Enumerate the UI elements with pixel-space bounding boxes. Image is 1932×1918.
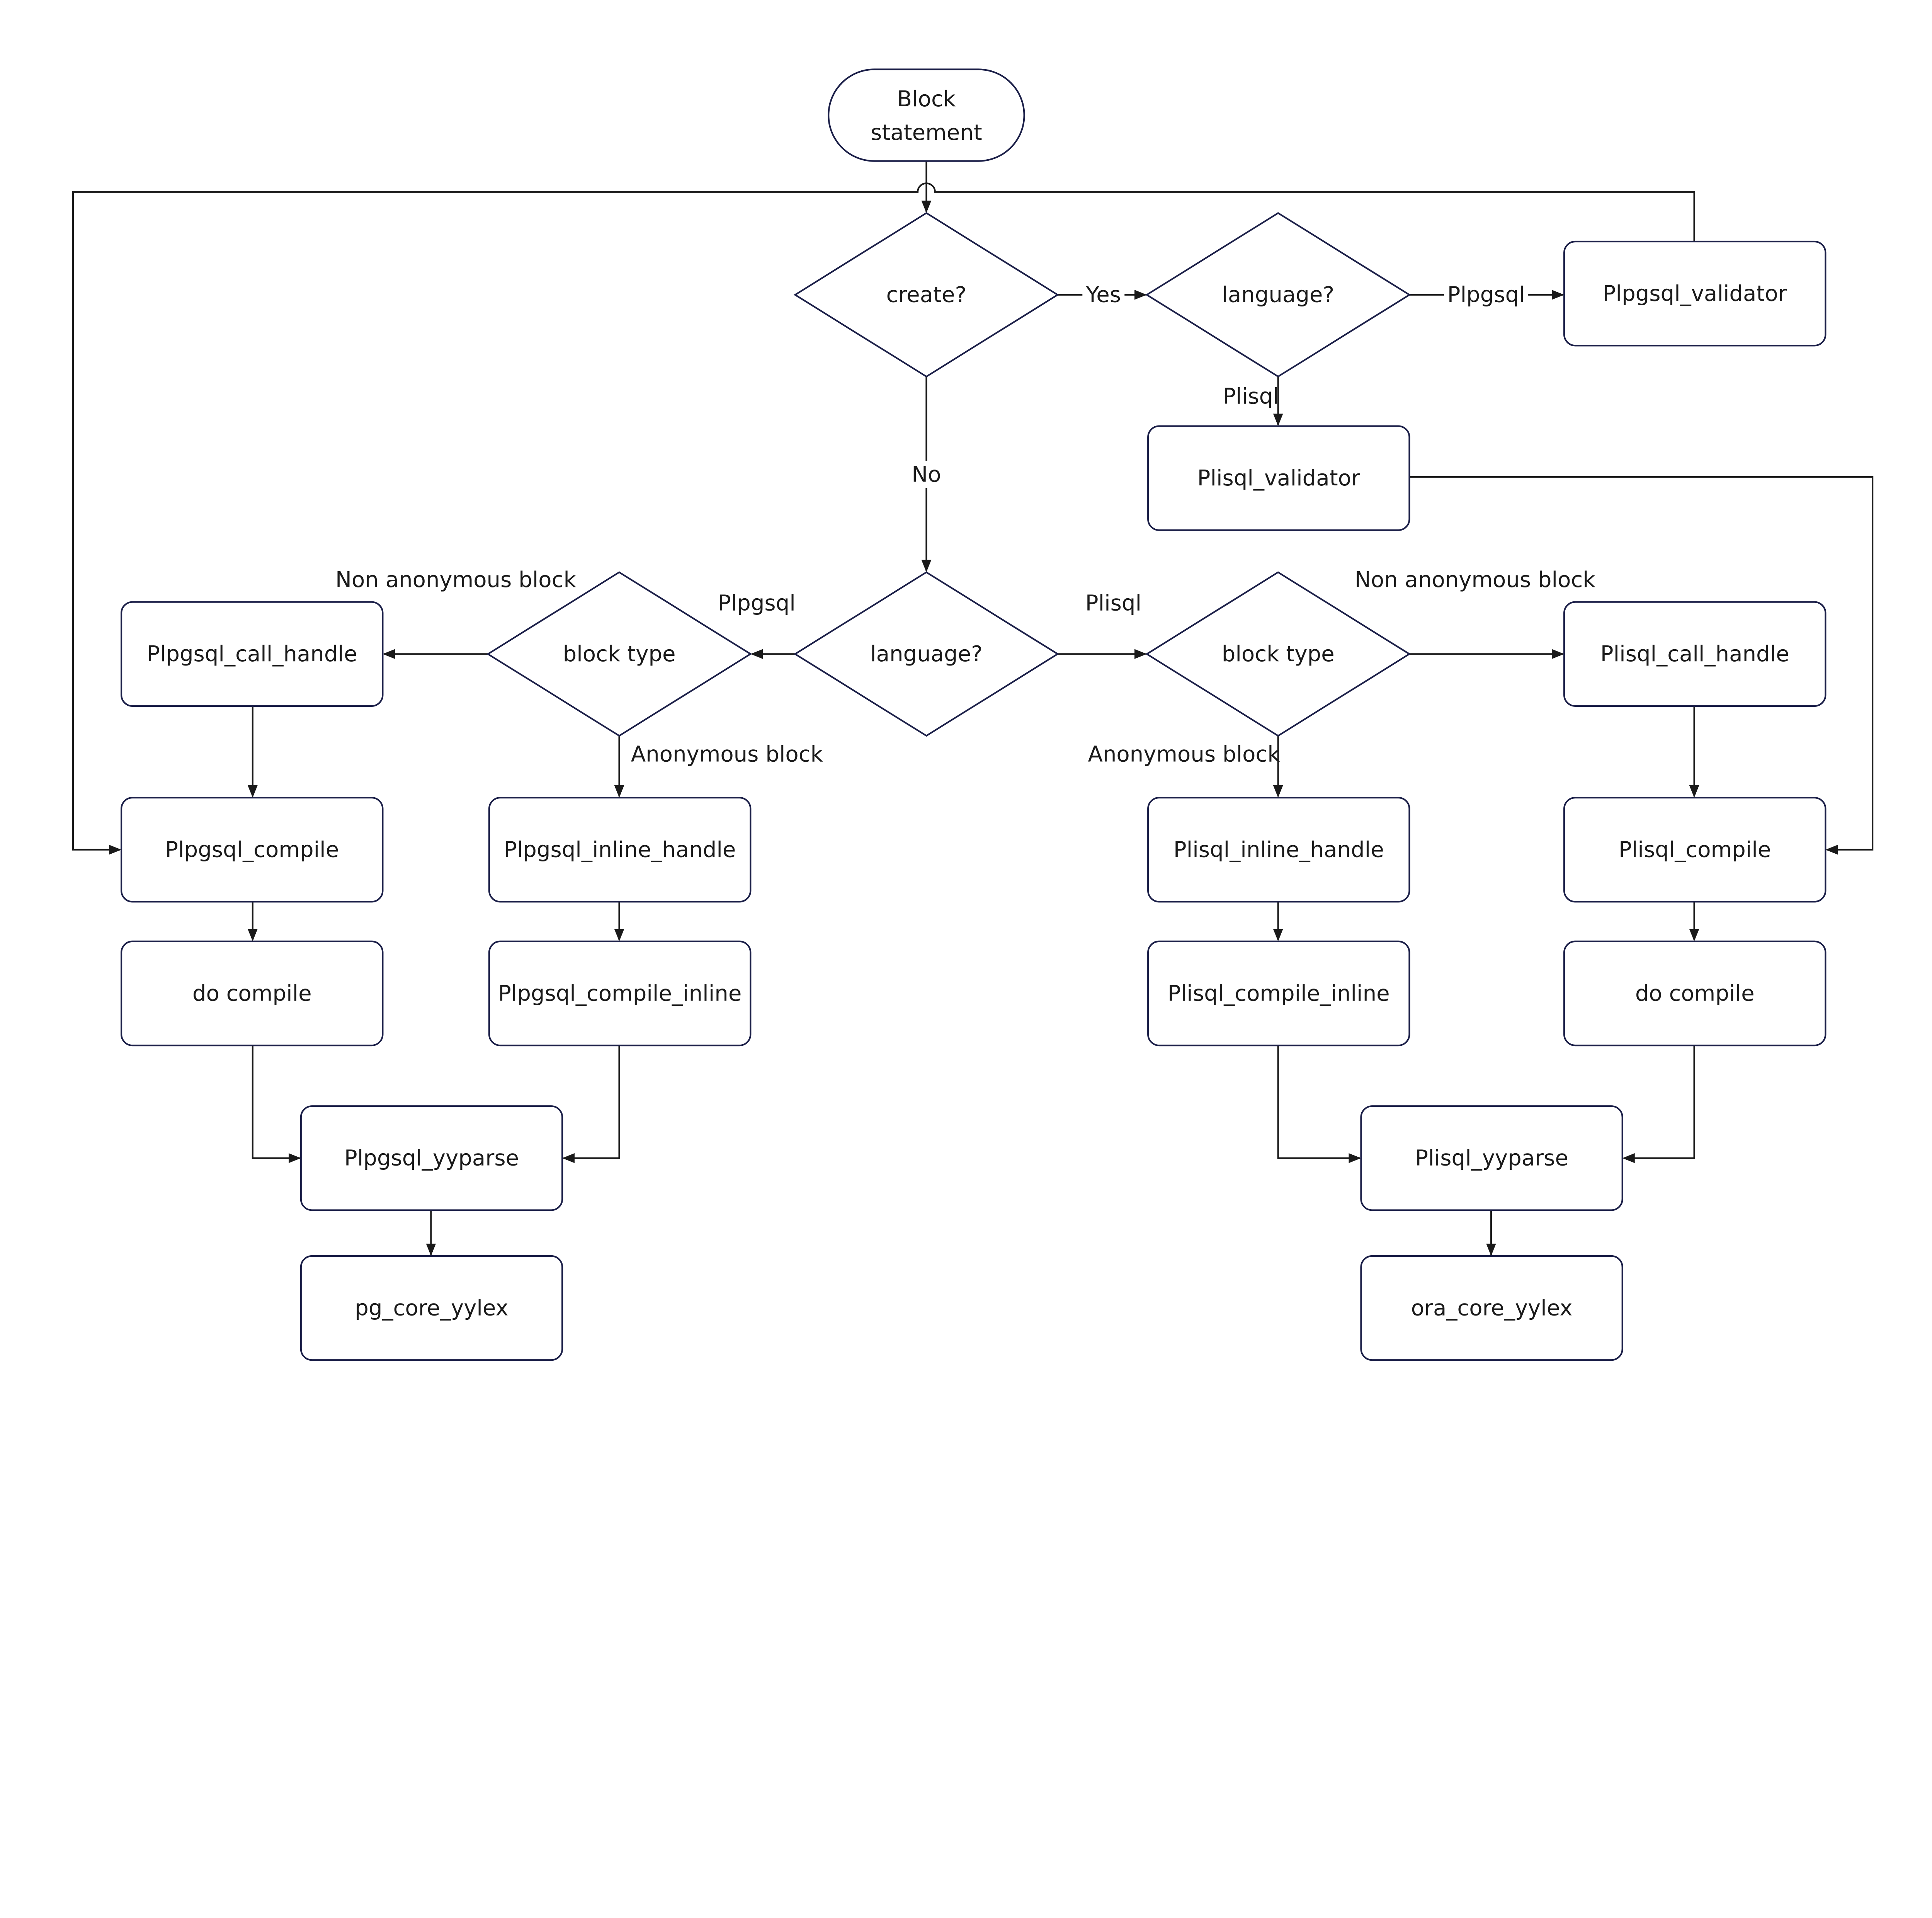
process-plisql-compile: Plisql_compile	[1563, 797, 1827, 903]
process-box	[1360, 1105, 1623, 1211]
edges	[72, 161, 1874, 1256]
label-plpgsql-top: Plpgsql	[1447, 283, 1525, 308]
edge-plisql-validator-compile	[1409, 476, 1874, 855]
process-plpgsql-compile-inline: Plpgsql_compile_inline	[488, 940, 752, 1047]
label-yes: Yes	[1085, 283, 1121, 308]
process-plpgsql-call-handle: Plpgsql_call_handle	[121, 601, 384, 707]
process-label: Plisql_call_handle	[1600, 642, 1789, 667]
decision-block-type-right: block type	[1145, 571, 1411, 737]
process-ora-core-yylex: ora_core_yylex	[1360, 1255, 1623, 1361]
process-box	[121, 601, 384, 707]
process-plpgsql-yyparse: Plpgsql_yyparse	[300, 1105, 563, 1211]
process-box	[488, 797, 752, 903]
process-plisql-yyparse: Plisql_yyparse	[1360, 1105, 1623, 1211]
process-box	[300, 1255, 563, 1361]
label-anon-right: Anonymous block	[1088, 742, 1280, 767]
process-label: Plpgsql_validator	[1603, 281, 1787, 306]
edge-labels: Yes Plpgsql Plisql No Plpgsql Plisql Non…	[335, 283, 1595, 767]
label-plpgsql-mid: Plpgsql	[718, 591, 796, 616]
edge-ci-parse-right	[1277, 1045, 1361, 1163]
label-plisql-top: Plisql	[1223, 384, 1279, 409]
process-box	[300, 1105, 563, 1211]
process-label: pg_core_yylex	[355, 1295, 508, 1321]
edge-validator-loop	[72, 182, 1695, 855]
decision-language-mid: language?	[793, 571, 1060, 737]
edge-do-parse-left	[252, 1045, 301, 1163]
process-plpgsql-compile: Plpgsql_compile	[121, 797, 384, 903]
process-label: Plpgsql_yyparse	[344, 1146, 519, 1171]
process-label: Plpgsql_inline_handle	[504, 837, 736, 863]
process-box	[121, 940, 384, 1047]
decision-create: create?	[793, 212, 1060, 378]
decision-label: language?	[870, 642, 983, 667]
process-box	[1563, 240, 1827, 347]
process-do-compile-right: do compile	[1563, 940, 1827, 1047]
start-node: Block statement	[828, 68, 1025, 162]
process-box	[121, 797, 384, 903]
process-box	[1147, 425, 1410, 531]
start-line-1: Block	[897, 87, 956, 112]
process-pg-core-yylex: pg_core_yylex	[300, 1255, 563, 1361]
label-plisql-mid: Plisql	[1085, 591, 1141, 616]
process-do-compile-left: do compile	[121, 940, 384, 1047]
process-plisql-compile-inline: Plisql_compile_inline	[1147, 940, 1410, 1047]
process-label: Plpgsql_call_handle	[147, 642, 357, 667]
label-anon-left: Anonymous block	[631, 742, 823, 767]
process-label: Plisql_compile_inline	[1168, 981, 1390, 1006]
process-label: do compile	[1635, 981, 1755, 1006]
label-non-anon-right: Non anonymous block	[1355, 567, 1595, 592]
decision-label: create?	[886, 283, 967, 308]
process-label: Plisql_yyparse	[1415, 1146, 1568, 1171]
start-line-2: statement	[871, 120, 982, 145]
process-box	[1147, 797, 1410, 903]
process-plisql-inline-handle: Plisql_inline_handle	[1147, 797, 1410, 903]
decision-label: block type	[563, 642, 676, 667]
edge-ci-parse-left	[562, 1045, 620, 1163]
process-label: do compile	[192, 981, 312, 1006]
edge-do-parse-right	[1622, 1045, 1695, 1163]
decision-label: language?	[1222, 283, 1334, 308]
process-plpgsql-validator: Plpgsql_validator	[1563, 240, 1827, 347]
process-plisql-call-handle: Plisql_call_handle	[1563, 601, 1827, 707]
label-non-anon-left: Non anonymous block	[335, 567, 576, 592]
process-label: Plisql_validator	[1197, 466, 1361, 491]
process-box	[1147, 940, 1410, 1047]
process-box	[1360, 1255, 1623, 1361]
process-plisql-validator: Plisql_validator	[1147, 425, 1410, 531]
process-box	[1563, 601, 1827, 707]
label-no: No	[912, 462, 941, 487]
process-label: Plpgsql_compile	[165, 837, 339, 863]
process-label: Plisql_inline_handle	[1173, 837, 1384, 863]
decision-language-top: language?	[1145, 212, 1411, 378]
flowchart: Block statement create? language? langua…	[72, 68, 1874, 1361]
process-box	[1563, 940, 1827, 1047]
process-label: Plisql_compile	[1619, 837, 1771, 863]
decision-label: block type	[1222, 642, 1335, 667]
process-label: ora_core_yylex	[1411, 1295, 1573, 1321]
process-box	[1563, 797, 1827, 903]
process-label: Plpgsql_compile_inline	[498, 981, 742, 1006]
decision-block-type-left: block type	[486, 571, 752, 737]
process-box	[488, 940, 752, 1047]
process-plpgsql-inline-handle: Plpgsql_inline_handle	[488, 797, 752, 903]
